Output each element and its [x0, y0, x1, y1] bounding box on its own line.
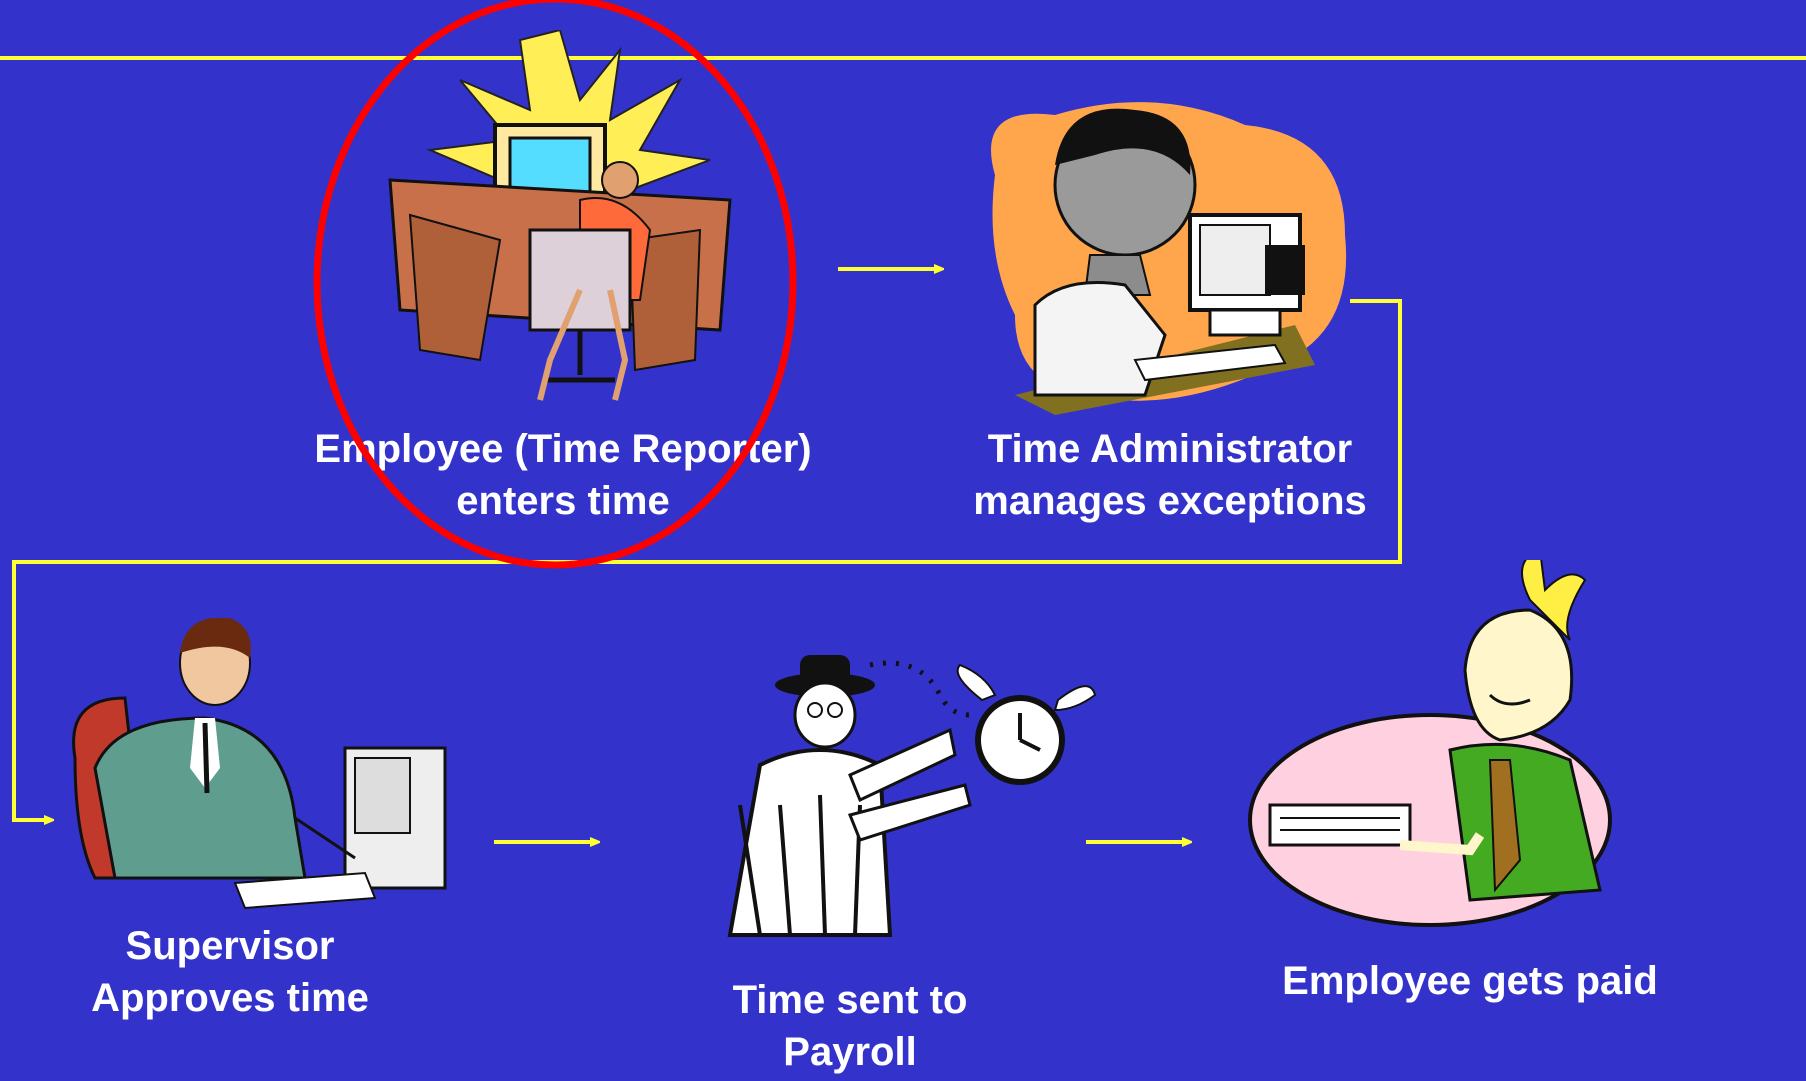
- label-line: manages exceptions: [973, 479, 1367, 523]
- label-line: Time Administrator: [987, 427, 1353, 471]
- label-line: Time sent to: [732, 978, 968, 1022]
- employee-at-desk-icon: [388, 30, 732, 401]
- label-line: Approves time: [91, 976, 369, 1020]
- label-line: Employee (Time Reporter): [314, 427, 812, 471]
- man-holding-paycheck-icon: [1248, 560, 1612, 927]
- administrator-at-computer-icon: [991, 102, 1347, 415]
- label-line: Supervisor: [125, 924, 335, 968]
- step-employee-enters-time-label: Employee (Time Reporter) enters time: [263, 423, 863, 527]
- step-time-administrator-label: Time Administrator manages exceptions: [910, 423, 1430, 527]
- step-time-sent-payroll-label: Time sent to Payroll: [680, 974, 1020, 1078]
- label-line: enters time: [456, 479, 670, 523]
- supervisor-at-computer-icon: [72, 618, 447, 910]
- label-line: Employee gets paid: [1282, 959, 1658, 1003]
- step-employee-paid-label: Employee gets paid: [1230, 955, 1710, 1007]
- step-supervisor-approves-label: Supervisor Approves time: [40, 920, 420, 1024]
- label-line: Payroll: [783, 1030, 917, 1074]
- man-with-flying-clock-icon: [727, 655, 1097, 937]
